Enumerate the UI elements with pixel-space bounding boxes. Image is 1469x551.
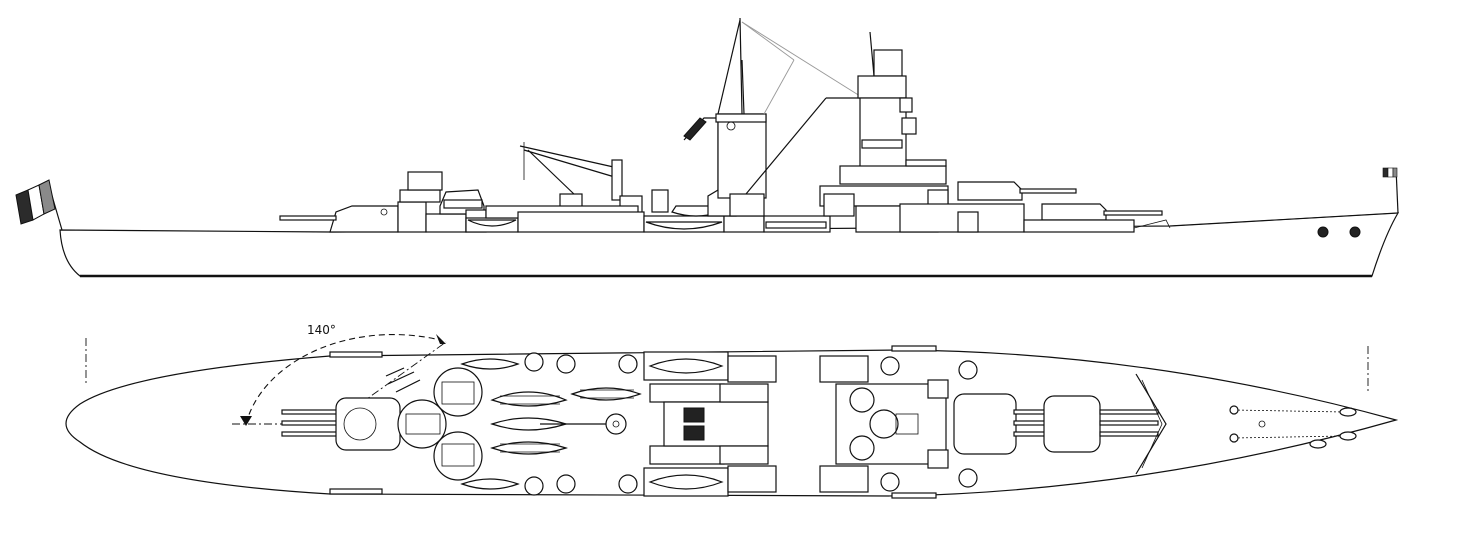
aft-secondary-turret [279, 205, 399, 233]
hawse-holes [1317, 226, 1361, 238]
midship-plan [643, 351, 777, 497]
aft-funnel [683, 113, 767, 217]
aa-mounts [524, 352, 978, 496]
forward-superstructure-plan [819, 355, 949, 493]
midship-deck [485, 189, 765, 233]
turret-arc-label: 140° [307, 323, 336, 337]
forward-tower [819, 31, 949, 233]
forward-main-turrets-side [899, 181, 1171, 233]
aft-superstructure [397, 171, 519, 233]
bow-jack [1382, 167, 1399, 214]
main-mast [717, 17, 861, 233]
anchor-gear [1229, 405, 1357, 449]
aircraft-crane [519, 142, 643, 217]
forward-main-turrets-plan [953, 373, 1167, 475]
boat-booms [329, 345, 937, 499]
plan-view: 140° [65, 323, 1399, 499]
secondary-turrets-plan [397, 367, 483, 481]
boats-aft [460, 358, 642, 490]
side-profile-view [15, 17, 1400, 278]
stern-flag [15, 179, 63, 231]
